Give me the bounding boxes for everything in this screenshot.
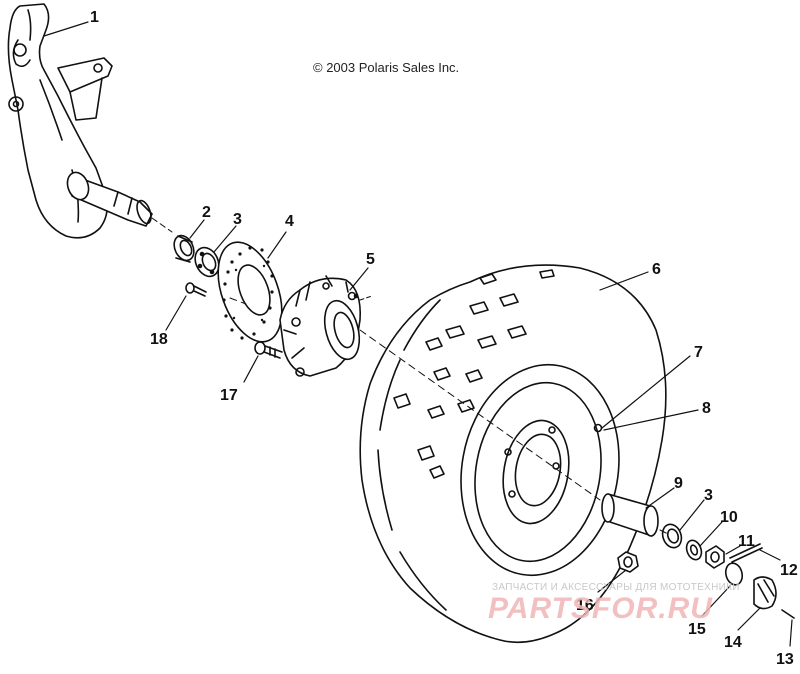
wheel-hub-part — [279, 275, 373, 377]
washer-part — [685, 539, 703, 561]
callout-2: 2 — [202, 204, 211, 221]
disc-bolt-part — [185, 282, 207, 297]
callout-12: 12 — [780, 562, 798, 579]
outer-bearing-part — [661, 523, 683, 549]
cotter-pin-part — [729, 543, 763, 563]
callout-13: 13 — [776, 651, 794, 668]
callout-14: 14 — [724, 634, 742, 651]
watermark-caption: ЗАПЧАСТИ И АКСЕССУАРЫ ДЛЯ МОТОТЕХНИКИ — [492, 582, 740, 593]
hub-stud-part — [254, 341, 283, 359]
callout-9: 9 — [674, 475, 683, 492]
watermark-logo: PARTSFOR.RU — [488, 592, 713, 625]
callout-11: 11 — [738, 533, 755, 550]
callout-16: 16 — [576, 597, 594, 614]
callout-6: 6 — [652, 261, 661, 278]
callout-5: 5 — [366, 251, 375, 268]
callout-10: 10 — [720, 509, 738, 526]
tire-part — [359, 264, 667, 644]
callout-3-inner: 3 — [233, 211, 242, 228]
copyright-notice: © 2003 Polaris Sales Inc. — [313, 60, 460, 75]
castle-nut-part — [705, 545, 725, 569]
steering-knuckle-part — [7, 3, 173, 239]
seal-part — [173, 234, 195, 263]
callout-17: 17 — [220, 387, 238, 404]
lug-nut-part — [617, 551, 639, 573]
callout-1: 1 — [90, 9, 99, 26]
spacer-part — [601, 493, 659, 537]
cap-screw-part — [781, 609, 795, 619]
o-ring-part — [724, 562, 744, 586]
callout-15: 15 — [688, 621, 706, 638]
callout-8: 8 — [702, 400, 711, 417]
callout-leader-lines — [43, 21, 793, 647]
callout-3-outer: 3 — [704, 487, 713, 504]
assembly-axis-lines — [229, 297, 669, 535]
brake-disc-part — [217, 241, 283, 343]
dust-cap-part — [753, 576, 777, 610]
callout-7: 7 — [694, 344, 703, 361]
inner-bearing-part — [194, 246, 220, 278]
callout-18: 18 — [150, 331, 168, 348]
callout-4: 4 — [285, 213, 294, 230]
